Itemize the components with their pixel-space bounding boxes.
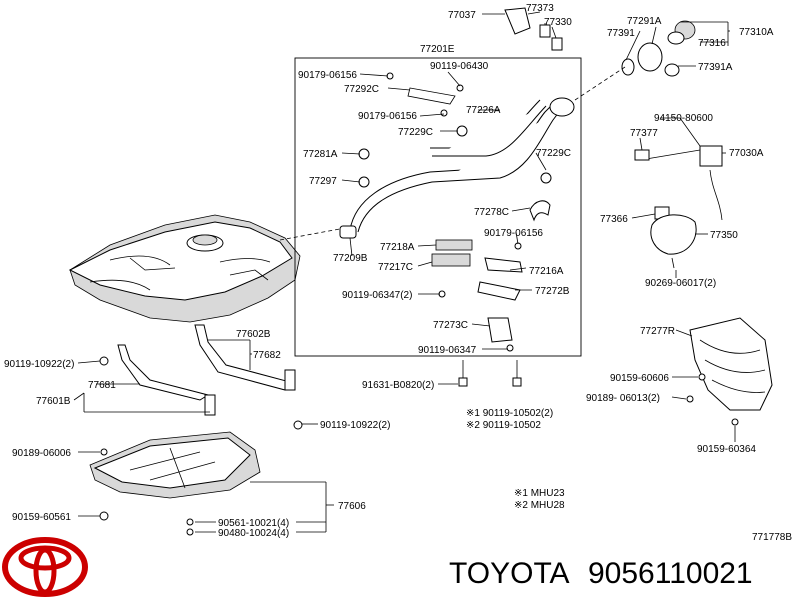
skid-plate <box>89 431 261 536</box>
label-90159-60364: 90159-60364 <box>697 444 756 455</box>
label-90561-10021: 90561-10021(4) <box>218 518 289 529</box>
label-77391: 77391 <box>607 28 635 39</box>
label-77278C: 77278C <box>474 207 509 218</box>
label-90119-06430: 90119-06430 <box>430 61 489 72</box>
label-90119-10502: ※2 90119-10502 <box>466 420 541 431</box>
bolts-below-box <box>458 360 522 387</box>
label-77218A: 77218A <box>380 242 415 253</box>
label-77281A: 77281A <box>303 149 338 160</box>
filler-pipe <box>339 72 575 352</box>
part-labels: 77037 77373 77330 77291A 77391 77316 773… <box>4 3 792 543</box>
label-90159-60561: 90159-60561 <box>12 512 71 523</box>
label-77602B: 77602B <box>236 329 271 340</box>
label-90179-06156-a: 90179-06156 <box>298 70 357 81</box>
diagram-code: 771778B <box>752 532 792 543</box>
label-77316: 77316 <box>698 38 726 49</box>
label-91631-B0820: 91631-B0820(2) <box>362 380 434 391</box>
label-77272B: 77272B <box>535 286 570 297</box>
label-77297: 77297 <box>309 176 337 187</box>
label-77330: 77330 <box>544 17 572 28</box>
label-90189-06006: 90189-06006 <box>12 448 71 459</box>
filler-pipe-group-box <box>294 57 582 357</box>
fender-liner <box>686 317 773 426</box>
leader-lines <box>73 11 736 533</box>
label-77682: 77682 <box>253 350 281 361</box>
label-77277R: 77277R <box>640 326 675 337</box>
label-77366: 77366 <box>600 214 628 225</box>
label-77226A: 77226A <box>466 105 501 116</box>
fuel-lid-parts <box>634 145 723 269</box>
fuel-tank <box>68 214 301 323</box>
footer-part-number: 9056110021 <box>588 557 753 590</box>
label-77217C: 77217C <box>378 262 413 273</box>
label-90119-10922-b: 90119-10922(2) <box>320 420 390 431</box>
label-77292C: 77292C <box>344 84 379 95</box>
footer-brand: TOYOTA <box>449 557 570 590</box>
label-77037: 77037 <box>448 10 476 21</box>
label-77377: 77377 <box>630 128 658 139</box>
label-77229C-a: 77229C <box>398 127 433 138</box>
label-90179-06156-c: 90179-06156 <box>484 228 543 239</box>
label-90119-06347: 90119-06347 <box>418 345 477 356</box>
label-90159-60606: 90159-60606 <box>610 373 669 384</box>
label-77310A: 77310A <box>739 27 774 38</box>
label-77601B: 77601B <box>36 396 71 407</box>
fuel-cap-parts <box>504 7 696 77</box>
label-77681: 77681 <box>88 380 116 391</box>
label-90119-10922-a: 90119-10922(2) <box>4 359 74 370</box>
label-90269-06017: 90269-06017(2) <box>645 278 716 289</box>
label-90179-06156-b: 90179-06156 <box>358 111 417 122</box>
label-90119-06347-2: 90119-06347(2) <box>342 290 412 301</box>
label-90119-10502-2: ※1 90119-10502(2) <box>466 408 553 419</box>
note-mhu23: ※1 MHU23 <box>514 488 565 499</box>
label-77391A: 77391A <box>698 62 733 73</box>
tank-straps <box>99 324 303 430</box>
label-77201E: 77201E <box>420 44 455 55</box>
label-77216A: 77216A <box>529 266 564 277</box>
label-77291A: 77291A <box>627 16 662 27</box>
label-94150-80600: 94150-80600 <box>654 113 713 124</box>
label-90189-06013: 90189- 06013(2) <box>586 393 660 404</box>
label-77373: 77373 <box>526 3 554 14</box>
label-77209B: 77209B <box>333 253 368 264</box>
label-77229C-b: 77229C <box>536 148 571 159</box>
label-77273C: 77273C <box>433 320 468 331</box>
label-90480-10024: 90480-10024(4) <box>218 528 289 539</box>
note-mhu28: ※2 MHU28 <box>514 500 565 511</box>
label-77030A: 77030A <box>729 148 764 159</box>
toyota-logo <box>2 537 88 597</box>
label-77606: 77606 <box>338 501 366 512</box>
label-77350: 77350 <box>710 230 738 241</box>
